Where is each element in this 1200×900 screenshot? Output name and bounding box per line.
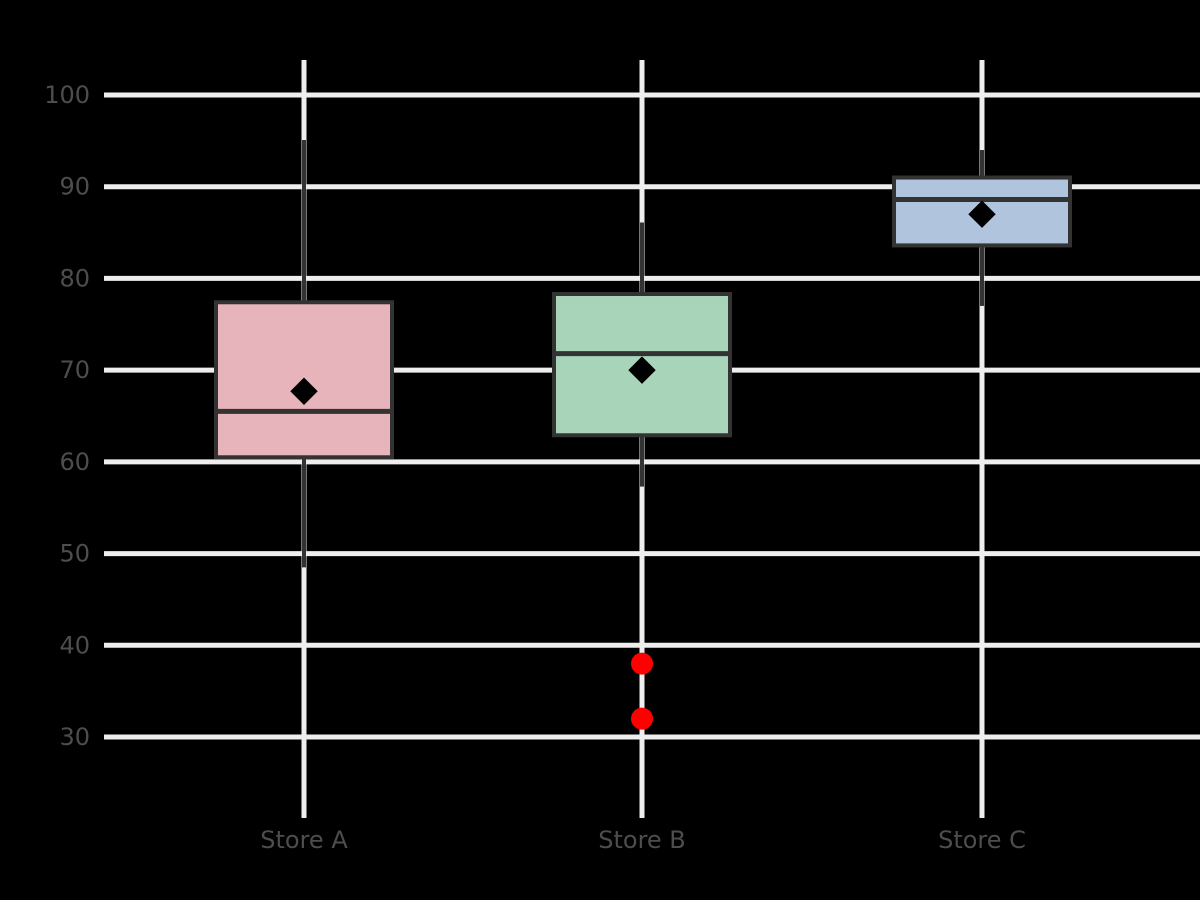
- y-tick-label-40: 40: [59, 631, 90, 659]
- box-series: [214, 139, 1072, 730]
- y-tick-label-100: 100: [44, 81, 90, 109]
- y-tick-label-30: 30: [59, 723, 90, 751]
- x-axis-tick-labels: Store A Store B Store C: [260, 826, 1026, 854]
- mean-marker-diamond: [968, 200, 996, 228]
- mean-marker-diamond: [290, 377, 318, 405]
- y-tick-label-90: 90: [59, 173, 90, 201]
- x-tick-label-store-a: Store A: [260, 826, 348, 854]
- y-tick-label-60: 60: [59, 448, 90, 476]
- y-tick-label-80: 80: [59, 264, 90, 292]
- mean-marker-diamond: [628, 356, 656, 384]
- x-tick-label-store-b: Store B: [598, 826, 686, 854]
- outlier-point: [631, 707, 653, 730]
- x-tick-label-store-c: Store C: [938, 826, 1026, 854]
- y-tick-label-70: 70: [59, 356, 90, 384]
- box-group-store-c: [892, 150, 1072, 306]
- box-group-store-b: [552, 222, 732, 730]
- outlier-point: [631, 652, 653, 675]
- box-group-store-a: [214, 139, 394, 568]
- y-axis-tick-labels: 30 40 50 60 70 80 90 100: [44, 81, 90, 751]
- y-tick-label-50: 50: [59, 540, 90, 568]
